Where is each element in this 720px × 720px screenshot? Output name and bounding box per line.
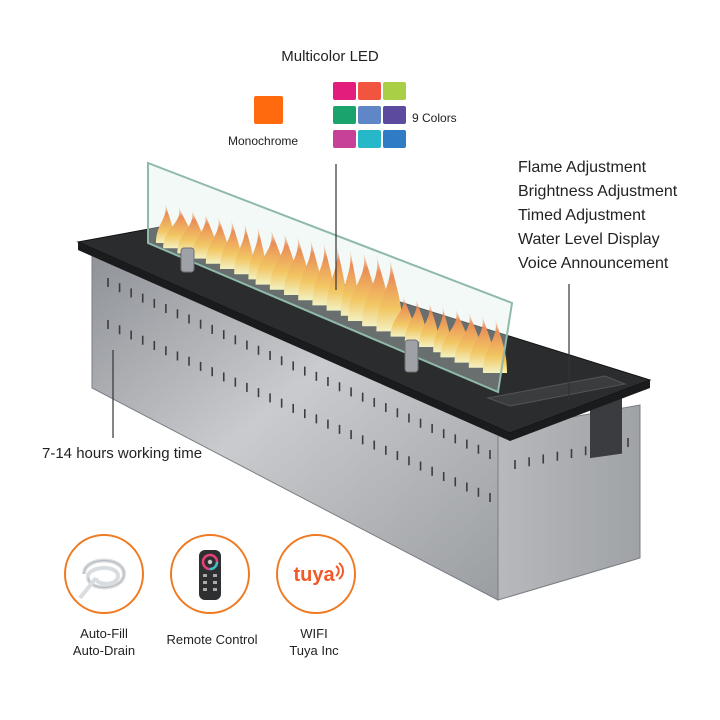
auto-fill-badge [64, 534, 144, 614]
monochrome-label: Monochrome [228, 134, 299, 148]
color-swatch [358, 106, 381, 124]
auto-fill-caption: Auto-Fill Auto-Drain [44, 625, 164, 659]
monochrome-swatch [254, 96, 283, 124]
remote-control-caption: Remote Control [152, 631, 272, 648]
glass-support-right [404, 339, 419, 373]
flame [483, 318, 507, 373]
feature-item: Timed Adjustment [518, 207, 646, 224]
badge-caption-line: Remote Control [166, 632, 258, 647]
nine-colors-label: 9 Colors [412, 111, 457, 125]
top-plate-edge-right [510, 380, 650, 441]
flame [404, 298, 427, 342]
tuya-logo: tuya [293, 562, 344, 586]
glass-panel [147, 161, 514, 394]
badge-caption-line: Auto-Fill [80, 626, 128, 641]
color-swatch [333, 82, 356, 100]
flame [376, 257, 403, 332]
flame [220, 219, 242, 269]
feature-item: Voice Announcement [518, 255, 669, 272]
control-panel [486, 375, 627, 407]
flames [156, 203, 507, 373]
feature-list: Flame Adjustment Brightness Adjustment T… [518, 156, 677, 276]
badge-caption-line: Auto-Drain [72, 643, 136, 658]
color-swatch [383, 130, 406, 148]
color-swatch [358, 130, 381, 148]
badge-caption-line: Tuya Inc [289, 643, 339, 658]
wifi-tuya-badge: tuya [276, 534, 356, 614]
vent-slots [107, 278, 629, 502]
badge-caption-line: WIFI [300, 626, 328, 641]
feature-item: Flame Adjustment [518, 159, 647, 176]
color-swatch [333, 106, 356, 124]
color-swatch [383, 82, 406, 100]
wifi-tuya-caption: WIFI Tuya Inc [254, 625, 374, 659]
color-swatch [383, 106, 406, 124]
color-swatch [333, 130, 356, 148]
flame [419, 302, 439, 347]
feature-item: Brightness Adjustment [518, 183, 678, 200]
remote-icon [199, 550, 221, 600]
glass-support-left [180, 247, 195, 273]
flame [234, 222, 255, 275]
color-swatch [358, 82, 381, 100]
feature-item: Water Level Display [518, 231, 660, 248]
top-plate-edge [78, 242, 510, 441]
side-port [590, 395, 622, 459]
remote-control-badge [170, 534, 250, 614]
tube-icon [78, 558, 127, 600]
svg-text:tuya: tuya [293, 564, 335, 586]
working-time-label: 7-14 hours working time [42, 445, 203, 462]
multicolor-led-title: Multicolor LED [281, 48, 379, 65]
